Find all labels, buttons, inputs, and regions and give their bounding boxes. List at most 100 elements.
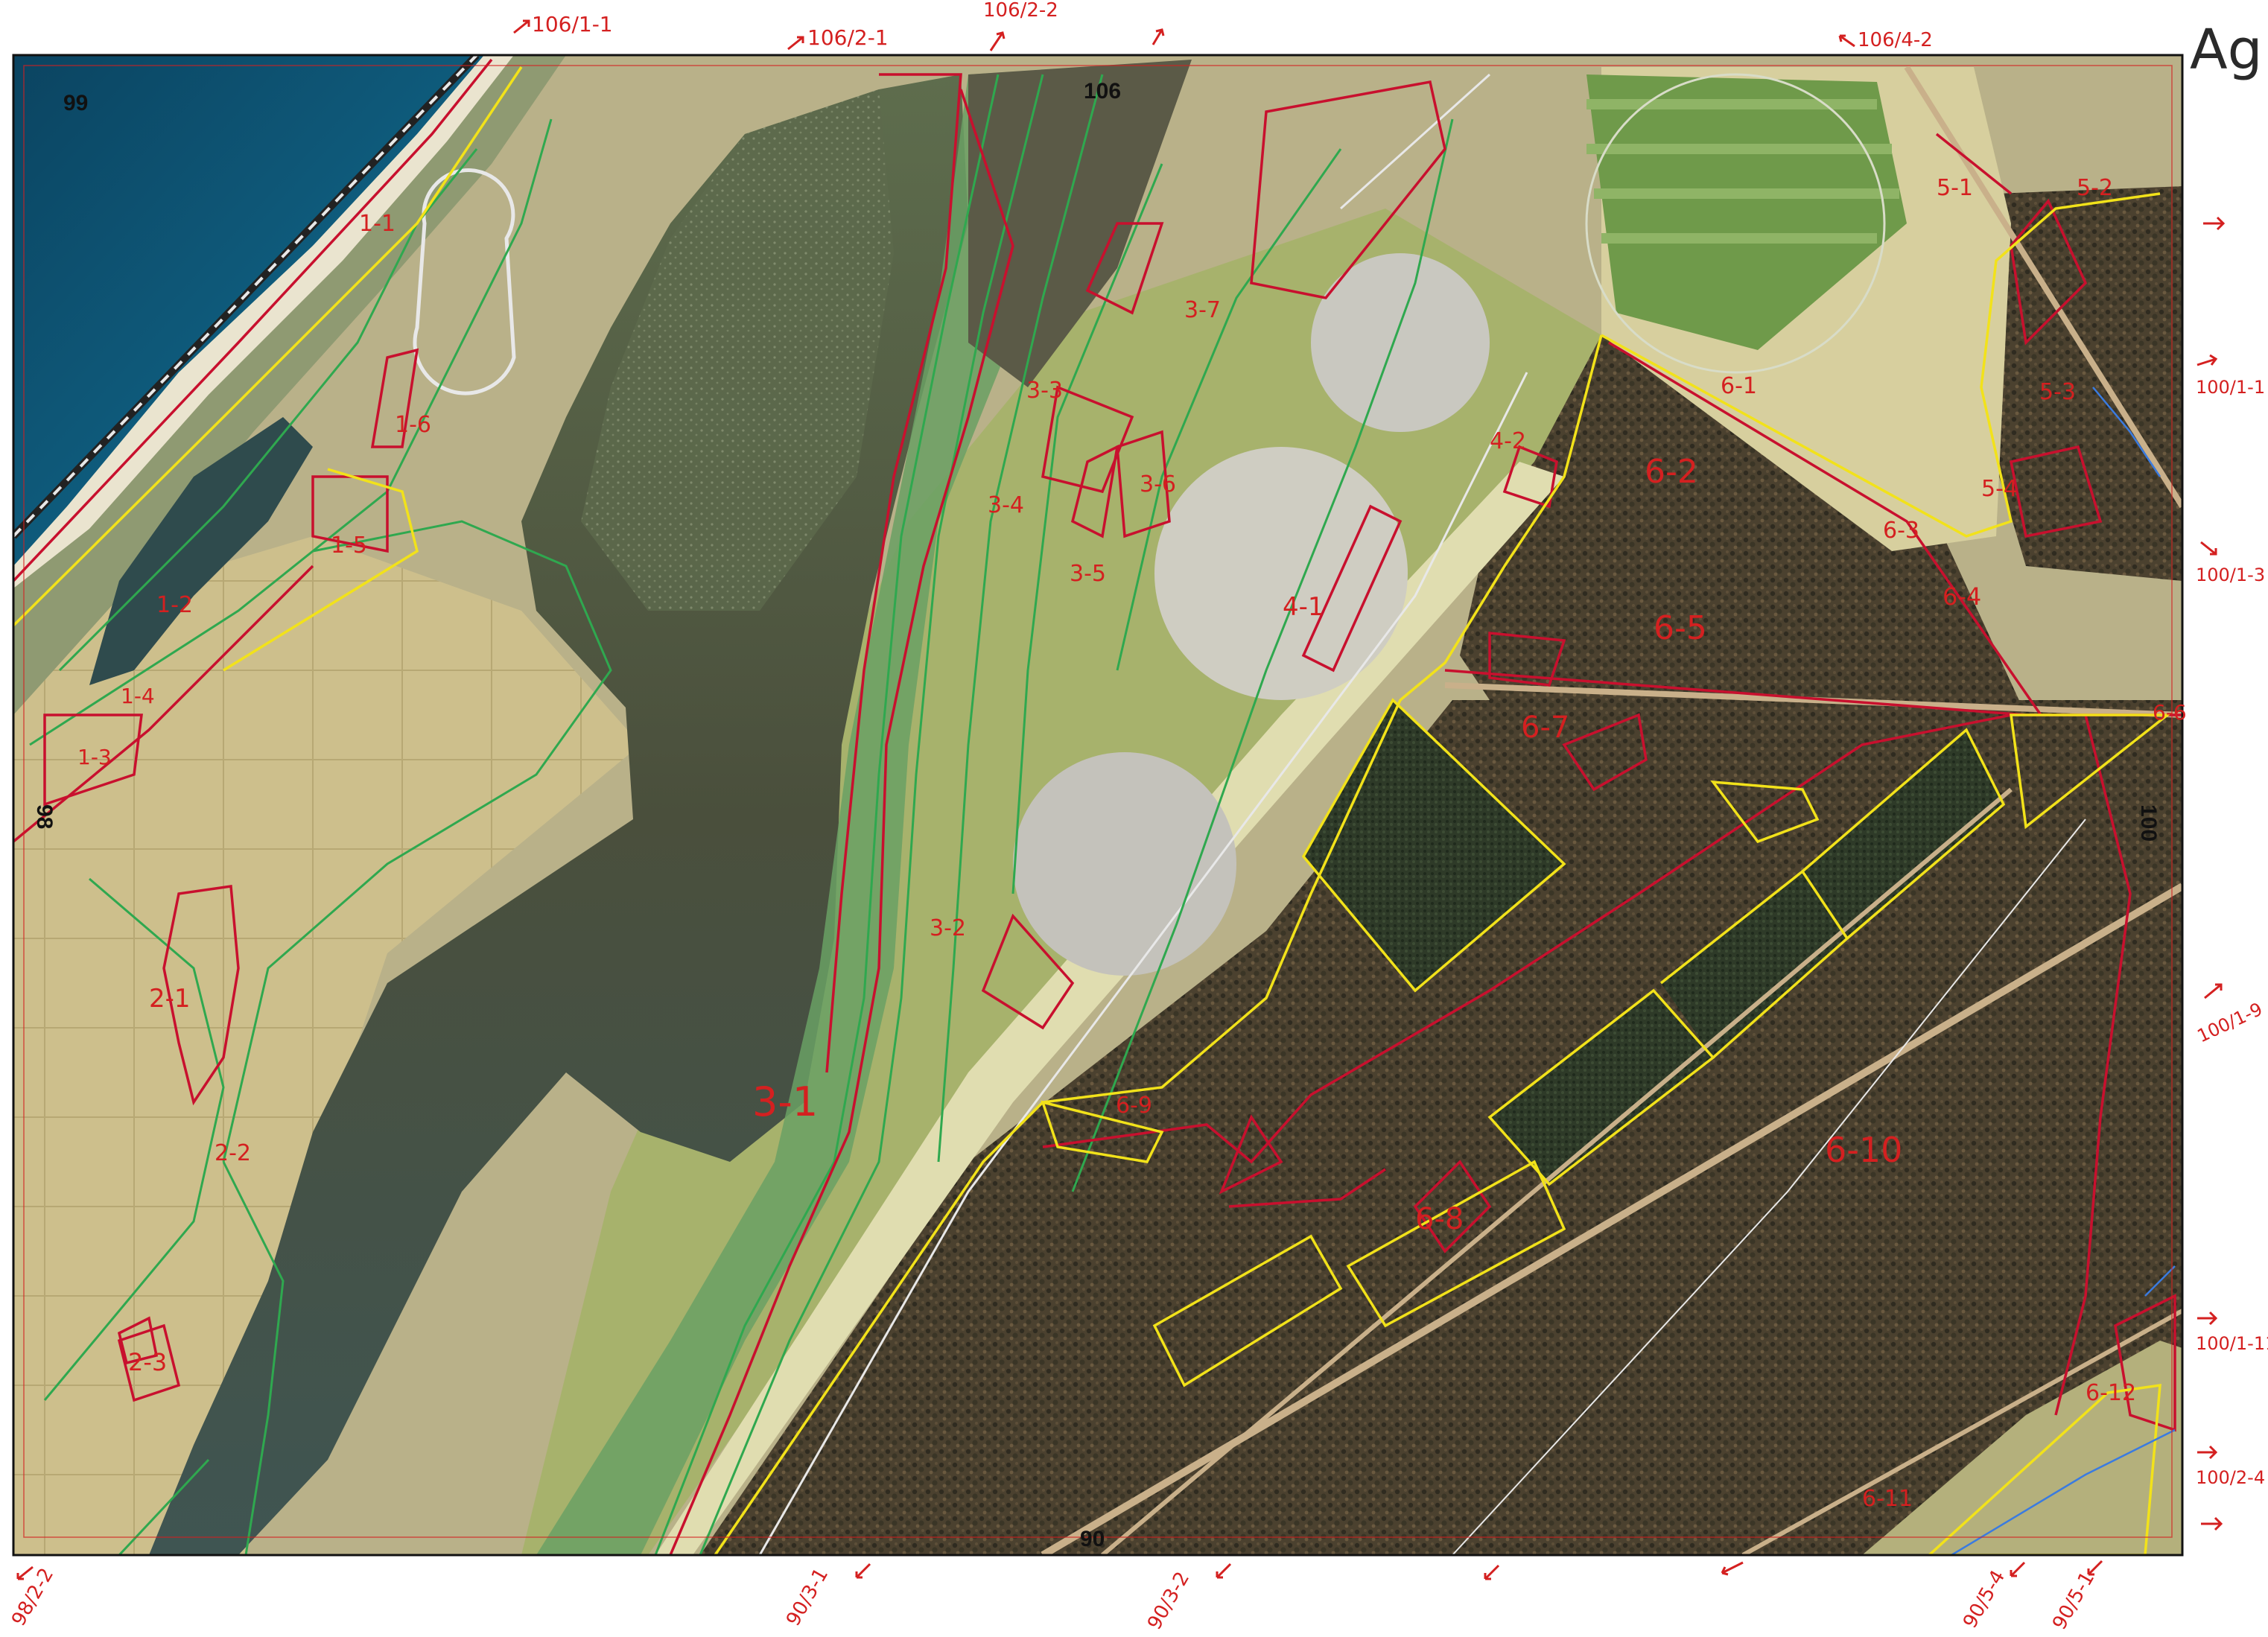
- label-5-1: 5-1: [1937, 175, 1973, 201]
- label-6-4: 6-4: [1943, 582, 1981, 611]
- vegetation-boundaries: [13, 58, 2182, 1555]
- label-3-1: 3-1: [752, 1078, 818, 1125]
- label-1-3: 1-3: [77, 745, 112, 769]
- edge-ref-bottom-2: 90/3-1: [782, 1563, 871, 1630]
- svg-text:100/1-3: 100/1-3: [2196, 565, 2265, 585]
- svg-text:100/1-1: 100/1-1: [2196, 377, 2265, 398]
- label-2-2: 2-2: [215, 1140, 251, 1166]
- tile-number-106: 106: [1084, 79, 1121, 104]
- edge-ref-right-arrow-2: [2201, 1516, 2223, 1531]
- label-1-2: 1-2: [156, 592, 193, 618]
- racetrack: [413, 168, 516, 395]
- edge-ref-top-2: 106/2-1: [787, 25, 889, 51]
- label-6-1: 6-1: [1721, 373, 1757, 399]
- label-2-1: 2-1: [149, 984, 191, 1014]
- label-5-2: 5-2: [2077, 175, 2113, 201]
- label-3-7: 3-7: [1184, 297, 1221, 323]
- svg-text:90/3-2: 90/3-2: [1143, 1568, 1194, 1633]
- edge-ref-bottom-4: 90/5-4: [1959, 1561, 2026, 1633]
- lake-reed-bed: [581, 89, 894, 611]
- airstrip: [655, 462, 1564, 1555]
- sheet-id: Ag: [2190, 18, 2263, 82]
- management-zones: [13, 66, 2172, 1555]
- edge-ref-right-3: 100/1-9: [2194, 983, 2266, 1047]
- label-1-5: 1-5: [331, 533, 367, 559]
- label-6-5: 6-5: [1654, 609, 1707, 647]
- edge-ref-right-arrow-1: [2203, 216, 2226, 231]
- beach: [13, 55, 514, 588]
- bushland-6-2: [1460, 335, 2026, 715]
- wetland-fringe: [536, 67, 1087, 1555]
- label-6-7: 6-7: [1521, 711, 1569, 745]
- svg-text:106/2-2: 106/2-2: [983, 0, 1058, 22]
- label-6-9: 6-9: [1116, 1093, 1152, 1119]
- label-4-1: 4-1: [1283, 592, 1324, 622]
- svg-text:100/1-9: 100/1-9: [2194, 999, 2266, 1047]
- edge-ref-top-1: 106/1-1: [513, 12, 613, 36]
- tile-number-90: 90: [1080, 1527, 1105, 1551]
- label-1-6: 1-6: [395, 412, 431, 438]
- svg-text:106/4-2: 106/4-2: [1858, 29, 1933, 51]
- label-2-3: 2-3: [128, 1348, 167, 1376]
- label-3-2: 3-2: [930, 915, 966, 941]
- svg-text:90/5-4: 90/5-4: [1959, 1566, 2010, 1632]
- label-6-8: 6-8: [1415, 1202, 1464, 1236]
- label-5-4: 5-4: [1981, 476, 2018, 502]
- label-6-10: 6-10: [1825, 1130, 1902, 1170]
- label-3-3: 3-3: [1026, 378, 1063, 404]
- south-east-paddock: [1862, 1341, 2182, 1555]
- plantation-block-c: [1802, 730, 2004, 938]
- label-1-1: 1-1: [359, 211, 396, 237]
- label-6-2: 6-2: [1645, 453, 1698, 491]
- edge-ref-top-3: 106/2-2: [983, 0, 1058, 51]
- tile-number-100: 100: [2136, 804, 2161, 842]
- tile-number-99: 99: [63, 91, 88, 115]
- west-farmland: [13, 536, 641, 1555]
- northern-marsh: [968, 60, 1192, 387]
- bushland-north-east: [1981, 186, 2182, 581]
- edge-ref-bottom-arrow-1: [1484, 1564, 1500, 1580]
- label-6-12: 6-12: [2086, 1380, 2136, 1406]
- edge-ref-bottom-3: 90/3-2: [1143, 1563, 1232, 1634]
- edge-ref-top-unlabeled-arrow: [1152, 28, 1165, 45]
- plantation-block-a: [1490, 991, 1713, 1184]
- svg-text:106/2-1: 106/2-1: [807, 25, 889, 50]
- label-1-4: 1-4: [121, 684, 155, 708]
- edge-ref-right-5: 100/2-4: [2196, 1445, 2265, 1488]
- tile-number-98: 98: [32, 804, 57, 829]
- svg-text:98/2-2: 98/2-2: [7, 1564, 58, 1630]
- plantation-block-b: [1661, 871, 1847, 1058]
- center-pivot-3: [1013, 752, 1236, 976]
- svg-text:90/5-1: 90/5-1: [2048, 1568, 2099, 1633]
- label-4-2: 4-2: [1490, 428, 1526, 454]
- svg-text:100/1-11: 100/1-11: [2196, 1333, 2268, 1354]
- label-3-6: 3-6: [1140, 471, 1176, 498]
- edge-ref-bottom-1: 98/2-2: [7, 1564, 58, 1630]
- polygon-labels: 1-1 1-2 1-3 1-4 1-5 1-6 2-1 2-2 2-3 3-1 …: [77, 175, 2187, 1512]
- edge-ref-top-4: 106/4-2: [1838, 29, 1933, 51]
- edge-ref-right-1: 100/1-1: [2196, 354, 2265, 398]
- label-3-4: 3-4: [988, 492, 1024, 518]
- svg-text:90/3-1: 90/3-1: [782, 1564, 833, 1630]
- map-frame: [12, 54, 2184, 1557]
- label-3-5: 3-5: [1070, 561, 1106, 587]
- aerial-base: [13, 55, 2182, 1555]
- center-pivot-2: [1154, 447, 1408, 700]
- label-5-3: 5-3: [2039, 379, 2076, 405]
- svg-text:106/1-1: 106/1-1: [532, 12, 613, 36]
- edge-ref-bottom-arrow-2: [1721, 1561, 1744, 1576]
- label-6-3: 6-3: [1883, 518, 1919, 544]
- contour-lines: [29, 74, 1454, 1555]
- cropped-field: [1586, 74, 1907, 350]
- edge-ref-right-4: 100/1-11: [2196, 1311, 2268, 1354]
- coastal-lagoon: [89, 417, 313, 685]
- edge-ref-right-2: 100/1-3: [2196, 541, 2265, 585]
- edge-ref-bottom-5: 90/5-1: [2048, 1560, 2103, 1634]
- label-6-11: 6-11: [1862, 1486, 1913, 1512]
- svg-text:100/2-4: 100/2-4: [2196, 1467, 2265, 1488]
- label-6-6: 6-6: [2153, 700, 2187, 725]
- center-pivot-1: [1311, 253, 1490, 432]
- ocean: [13, 55, 484, 566]
